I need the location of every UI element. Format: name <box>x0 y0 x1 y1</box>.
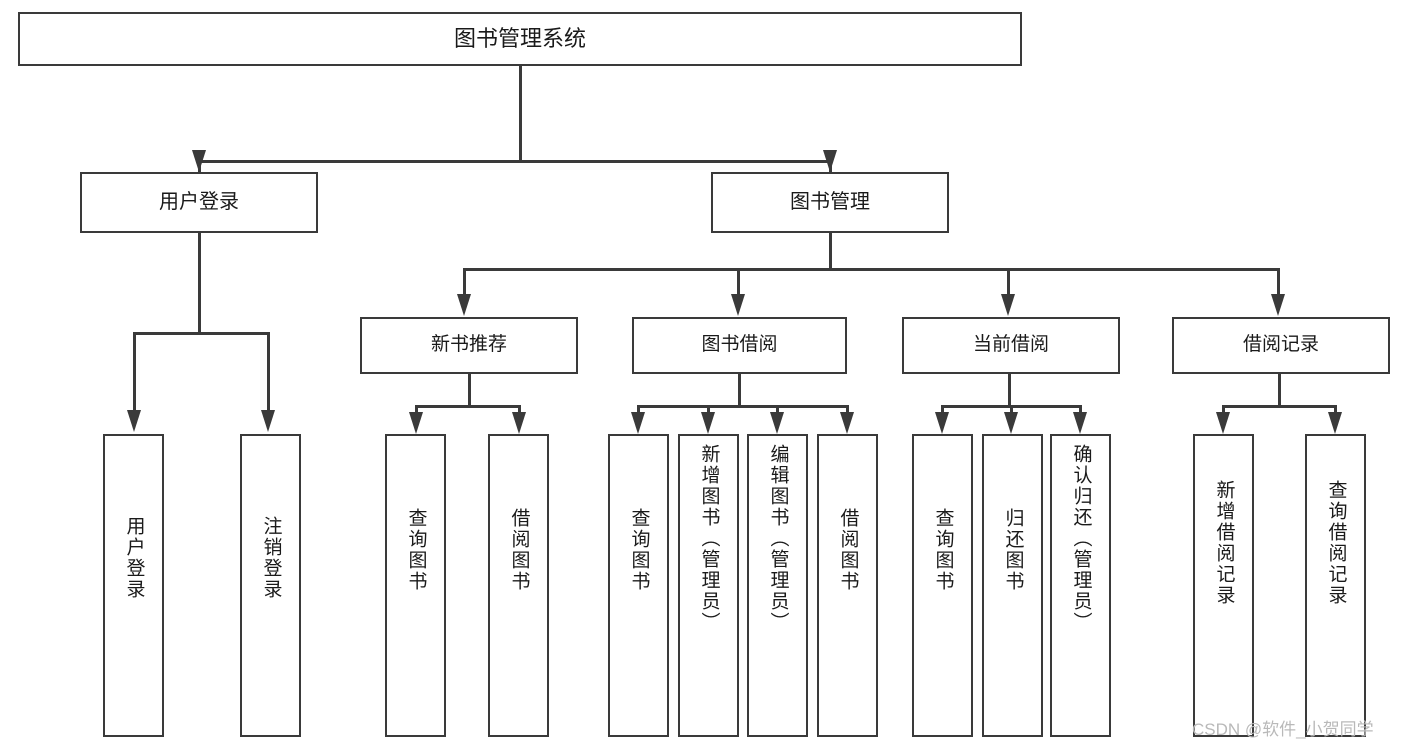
node-book-borrow[interactable]: 图书借阅 <box>632 317 847 374</box>
arrow-borrow-record-child-1-icon <box>1216 412 1230 434</box>
arrow-book-borrow-child-1-icon <box>631 412 645 434</box>
arrow-to-current-borrow-icon <box>1001 294 1015 316</box>
connector-user-login-right-drop <box>267 332 270 416</box>
leaf-book-borrow-query[interactable]: 查询图书 <box>608 434 669 737</box>
node-label: 图书管理 <box>790 190 870 213</box>
arrow-current-borrow-child-3-icon <box>1073 412 1087 434</box>
leaf-user-login-logout[interactable]: 注销登录 <box>240 434 301 737</box>
leaf-new-book-query[interactable]: 查询图书 <box>385 434 446 737</box>
connector-to-current-borrow <box>1007 268 1010 306</box>
leaf-book-borrow-borrow[interactable]: 借阅图书 <box>817 434 878 737</box>
leaf-current-borrow-query[interactable]: 查询图书 <box>912 434 973 737</box>
csdn-watermark: CSDN @软件_小贺同学 <box>1192 720 1374 739</box>
connector-book-borrow-stem <box>738 374 741 407</box>
leaf-borrow-record-add[interactable]: 新增借阅记录 <box>1193 434 1254 737</box>
connector-to-book-borrow <box>737 268 740 306</box>
arrow-current-borrow-child-2-icon <box>1004 412 1018 434</box>
arrow-user-login-child-1-icon <box>127 410 141 432</box>
arrow-to-user-login-icon <box>192 150 206 172</box>
node-label: 编辑图书（管理员） <box>767 444 789 633</box>
node-label: 查询借阅记录 <box>1325 480 1347 606</box>
connector-to-borrow-record <box>1277 268 1280 306</box>
arrow-book-borrow-child-4-icon <box>840 412 854 434</box>
connector-book-borrow-bus <box>637 405 848 408</box>
connector-user-login-bus <box>133 332 267 335</box>
connector-level3-bus <box>463 268 1280 271</box>
node-label: 新书推荐 <box>430 334 507 356</box>
node-label: 归还图书 <box>1002 508 1024 592</box>
leaf-book-borrow-edit-admin[interactable]: 编辑图书（管理员） <box>747 434 808 737</box>
node-new-book-recommend[interactable]: 新书推荐 <box>360 317 578 374</box>
connector-to-new-book <box>463 268 466 306</box>
arrow-to-borrow-record-icon <box>1271 294 1285 316</box>
node-label: 图书借阅 <box>701 334 778 356</box>
node-label: 用户登录 <box>159 190 239 213</box>
leaf-current-borrow-confirm-admin[interactable]: 确认归还（管理员） <box>1050 434 1111 737</box>
node-label: 图书管理系统 <box>453 26 586 52</box>
leaf-book-borrow-add-admin[interactable]: 新增图书（管理员） <box>678 434 739 737</box>
connector-borrow-record-bus <box>1222 405 1336 408</box>
node-label: 注销登录 <box>260 516 282 600</box>
node-label: 确认归还（管理员） <box>1070 444 1092 633</box>
leaf-current-borrow-return[interactable]: 归还图书 <box>982 434 1043 737</box>
arrow-to-book-borrow-icon <box>731 294 745 316</box>
node-root-system[interactable]: 图书管理系统 <box>18 12 1022 66</box>
arrow-new-book-child-1-icon <box>409 412 423 434</box>
node-label: 当前借阅 <box>972 334 1049 356</box>
connector-current-borrow-stem <box>1008 374 1011 407</box>
connector-borrow-record-stem <box>1278 374 1281 407</box>
connector-new-book-stem <box>468 374 471 407</box>
connector-user-login-left-drop <box>133 332 136 416</box>
node-label: 新增借阅记录 <box>1213 480 1235 606</box>
node-book-management[interactable]: 图书管理 <box>711 172 949 233</box>
arrow-book-borrow-child-2-icon <box>701 412 715 434</box>
leaf-user-login-login[interactable]: 用户登录 <box>103 434 164 737</box>
node-label: 新增图书（管理员） <box>698 444 720 633</box>
node-borrow-record[interactable]: 借阅记录 <box>1172 317 1390 374</box>
arrow-to-new-book-icon <box>457 294 471 316</box>
connector-new-book-bus <box>415 405 521 408</box>
node-label: 查询图书 <box>405 508 427 592</box>
arrow-user-login-child-2-icon <box>261 410 275 432</box>
leaf-borrow-record-query[interactable]: 查询借阅记录 <box>1305 434 1366 737</box>
node-user-login[interactable]: 用户登录 <box>80 172 318 233</box>
node-label: 用户登录 <box>123 516 145 600</box>
node-label: 借阅图书 <box>837 508 859 592</box>
connector-user-login-stem <box>198 233 201 334</box>
node-label: 借阅图书 <box>508 508 530 592</box>
arrow-to-book-manage-icon <box>823 150 837 172</box>
arrow-new-book-child-2-icon <box>512 412 526 434</box>
connector-book-manage-stem <box>829 233 832 271</box>
node-label: 借阅记录 <box>1242 334 1319 356</box>
node-current-borrow[interactable]: 当前借阅 <box>902 317 1120 374</box>
leaf-new-book-borrow[interactable]: 借阅图书 <box>488 434 549 737</box>
arrow-current-borrow-child-1-icon <box>935 412 949 434</box>
connector-root-bus <box>198 160 832 163</box>
connector-root-stem <box>519 66 522 162</box>
arrow-book-borrow-child-3-icon <box>770 412 784 434</box>
node-label: 查询图书 <box>628 508 650 592</box>
arrow-borrow-record-child-2-icon <box>1328 412 1342 434</box>
node-label: 查询图书 <box>932 508 954 592</box>
